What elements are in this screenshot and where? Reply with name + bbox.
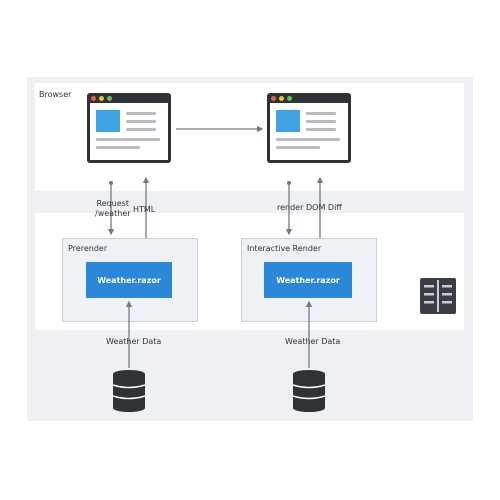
- request-label: Request /weather: [95, 199, 131, 218]
- prerender-label: Prerender: [68, 244, 108, 253]
- maximize-dot: [287, 96, 292, 101]
- text-line: [126, 128, 156, 131]
- close-dot: [91, 96, 96, 101]
- dom-diff-label: DOM Diff: [306, 203, 342, 212]
- text-line: [276, 138, 340, 141]
- image-placeholder: [276, 110, 300, 132]
- text-line: [306, 128, 336, 131]
- close-dot: [271, 96, 276, 101]
- text-line: [96, 138, 160, 141]
- server-rack-icon: [420, 278, 456, 314]
- image-placeholder: [96, 110, 120, 132]
- text-line: [96, 146, 140, 149]
- window-content: [90, 103, 168, 160]
- browser-window-icon: [87, 93, 171, 163]
- text-line: [126, 112, 156, 115]
- left-weather-data-label: Weather Data: [106, 337, 162, 346]
- browser-label: Browser: [39, 90, 72, 99]
- text-line: [126, 120, 156, 123]
- render-label: render: [277, 203, 304, 212]
- prerender-component: Weather.razor: [86, 262, 172, 298]
- window-content: [270, 103, 348, 160]
- text-line: [306, 120, 336, 123]
- database-icon: [112, 370, 146, 412]
- interactive-render-component: Weather.razor: [264, 262, 352, 298]
- html-label: HTML: [133, 205, 156, 214]
- text-line: [276, 146, 320, 149]
- browser-window-icon: [267, 93, 351, 163]
- interactive-render-label: Interactive Render: [247, 244, 322, 253]
- text-line: [306, 112, 336, 115]
- minimize-dot: [279, 96, 284, 101]
- database-icon: [292, 370, 326, 412]
- maximize-dot: [107, 96, 112, 101]
- right-weather-data-label: Weather Data: [285, 337, 341, 346]
- render-origin-dot: [287, 181, 291, 185]
- minimize-dot: [99, 96, 104, 101]
- request-origin-dot: [109, 181, 113, 185]
